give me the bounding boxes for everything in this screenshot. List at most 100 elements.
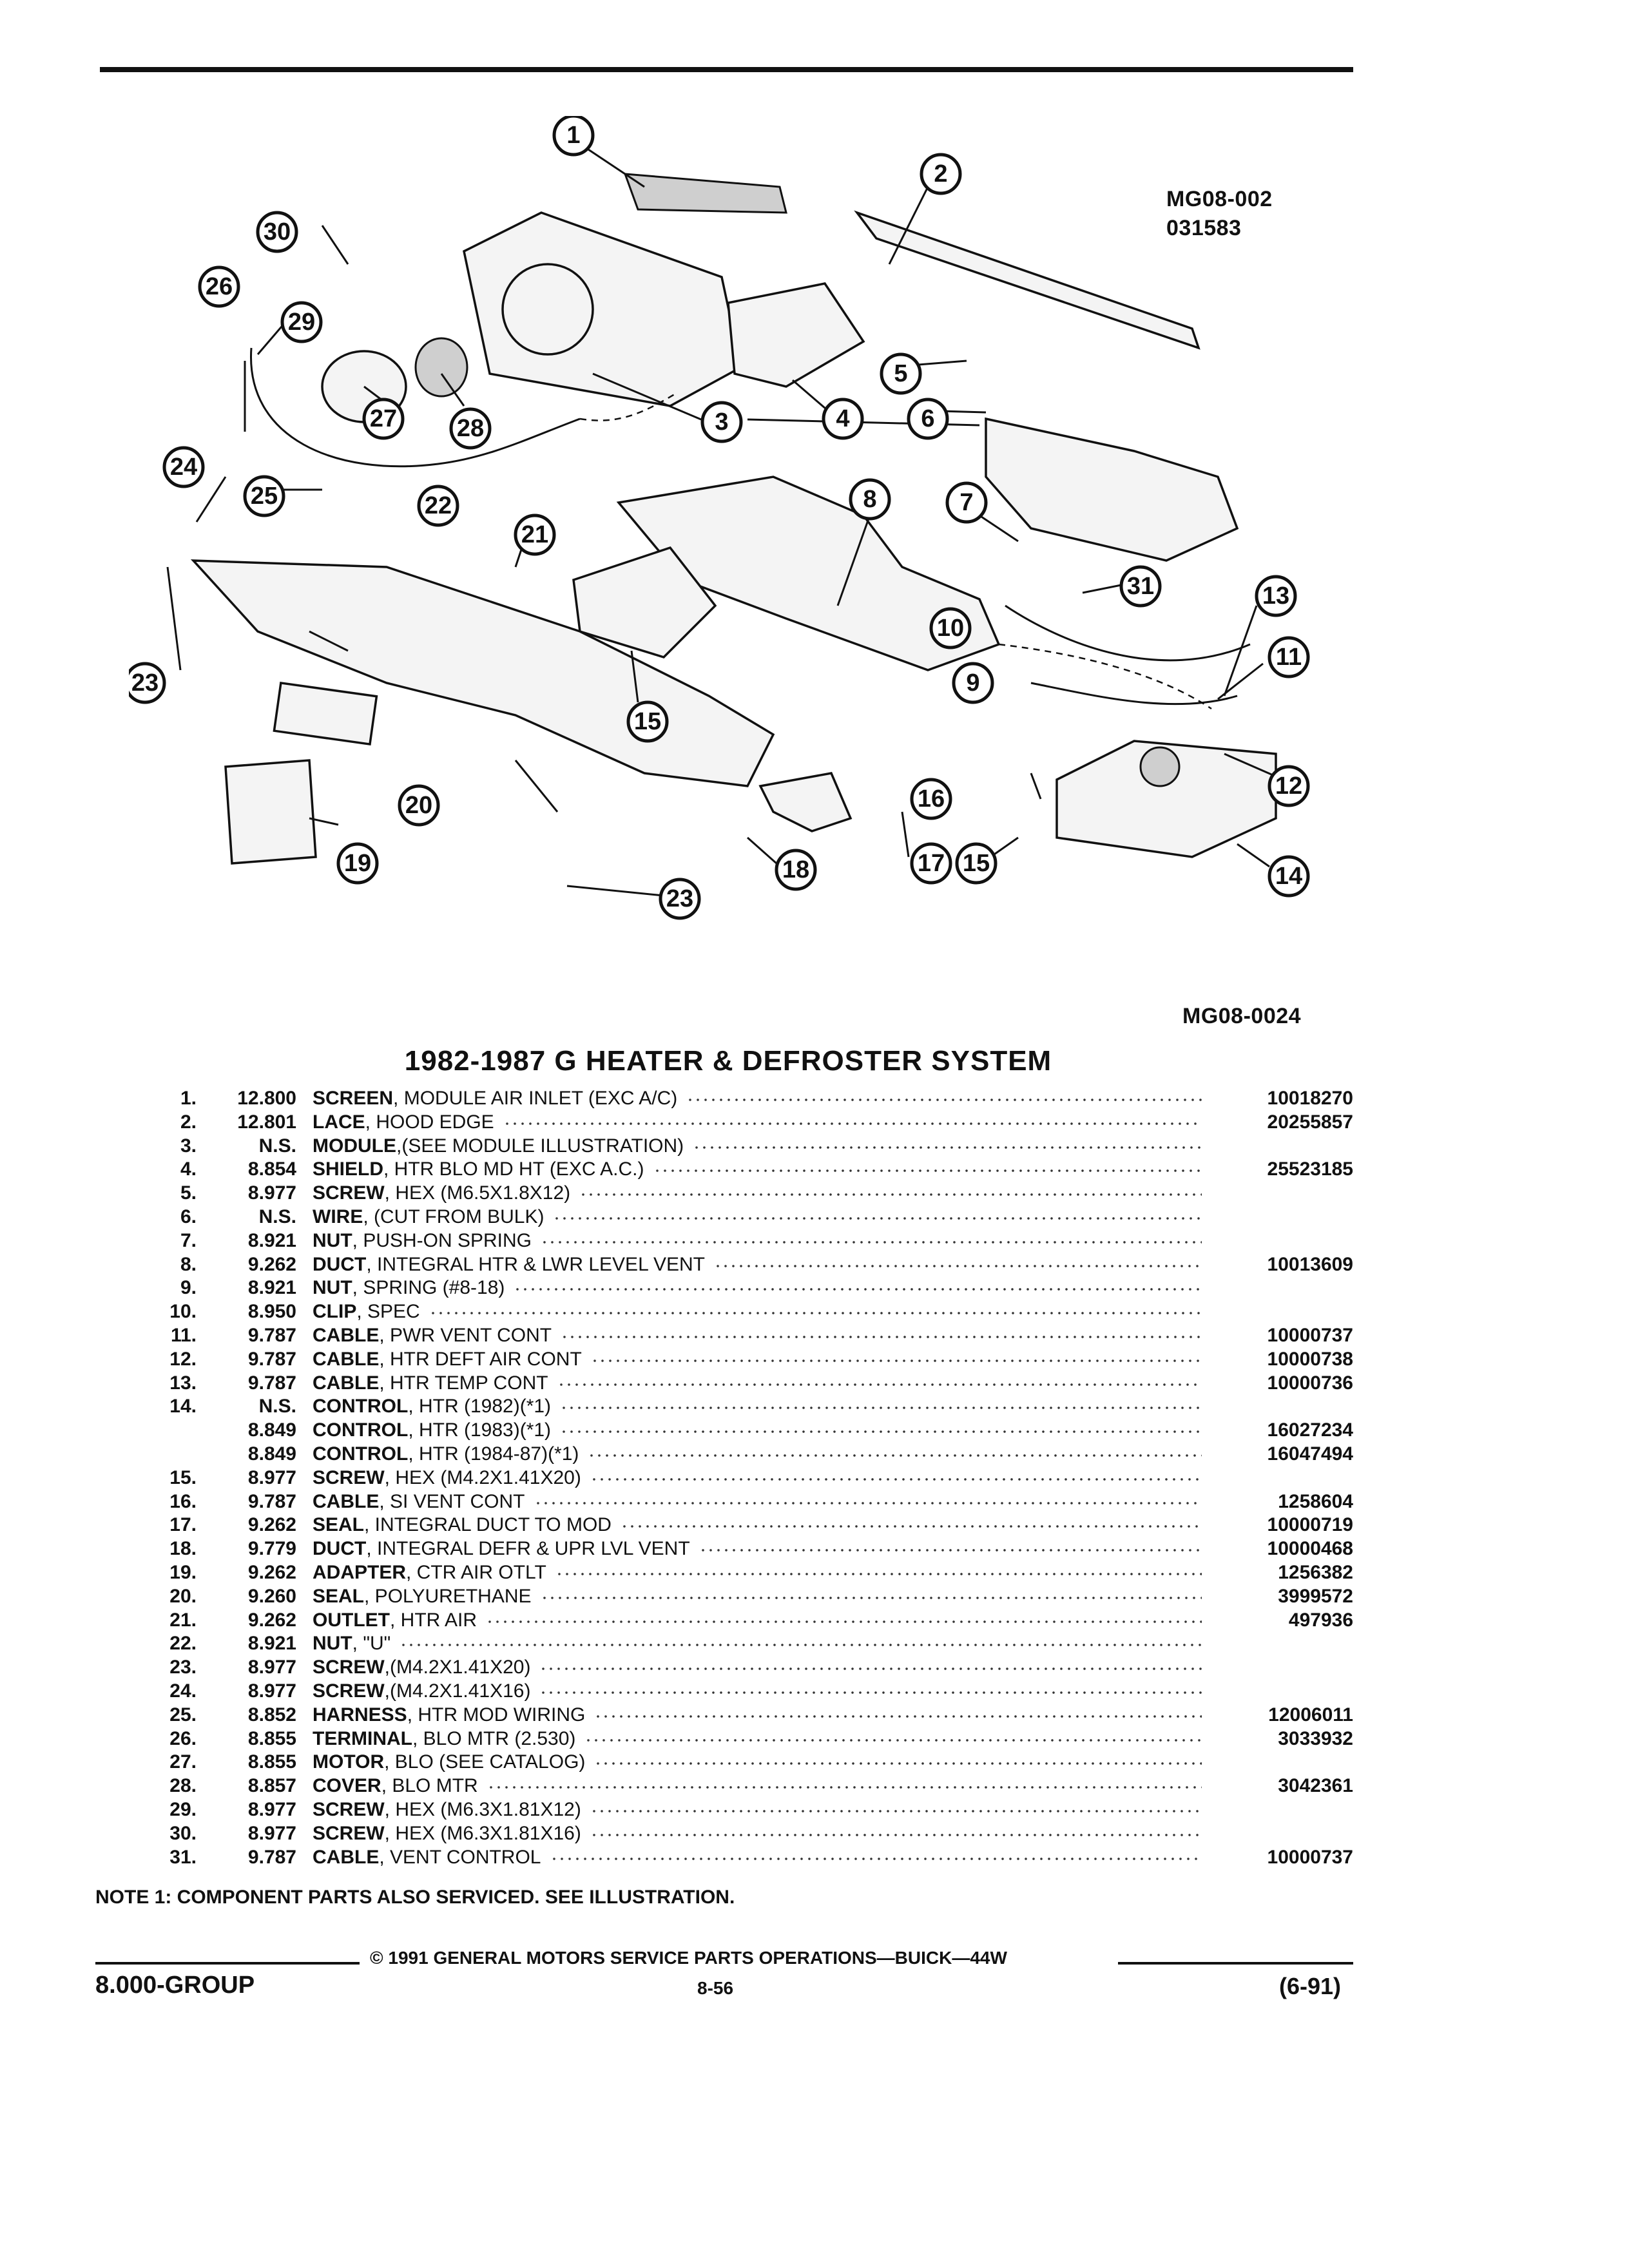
part-description: , (CUT FROM BULK) xyxy=(363,1206,545,1227)
group-reference: 9.787 xyxy=(247,1490,296,1512)
part-number: 10000736 xyxy=(1267,1372,1353,1394)
dot-leader xyxy=(503,1120,1202,1126)
part-name: CABLE xyxy=(313,1372,380,1394)
callout-7: 7 xyxy=(945,481,988,524)
svg-text:26: 26 xyxy=(206,273,233,300)
callout-5: 5 xyxy=(880,352,922,395)
part-number: 20255857 xyxy=(1267,1111,1353,1133)
item-number: 27. xyxy=(169,1751,197,1773)
part-name: SHIELD xyxy=(313,1158,384,1180)
svg-text:20: 20 xyxy=(405,792,432,819)
svg-text:19: 19 xyxy=(344,850,371,877)
svg-text:17: 17 xyxy=(918,850,945,877)
part-name: NUT xyxy=(313,1633,352,1655)
svg-text:28: 28 xyxy=(457,415,484,442)
part-number: 16047494 xyxy=(1267,1443,1353,1465)
part-name: CABLE xyxy=(313,1348,380,1370)
part-number: 10013609 xyxy=(1267,1253,1353,1275)
dot-leader xyxy=(653,1168,1202,1174)
part-description: , HTR BLO MD HT (EXC A.C.) xyxy=(383,1158,644,1180)
svg-text:12: 12 xyxy=(1275,773,1302,800)
item-number: 4. xyxy=(180,1158,197,1180)
callout-1: 1 xyxy=(552,116,595,157)
item-number: 21. xyxy=(169,1609,197,1631)
item-number: 13. xyxy=(169,1372,197,1394)
module-blower-housing xyxy=(501,263,594,356)
dot-leader xyxy=(693,1144,1202,1150)
part-name: DUCT xyxy=(313,1538,367,1560)
dot-leader xyxy=(540,1595,1202,1600)
item-number: 5. xyxy=(180,1182,197,1204)
part-description: , HTR (1982)(*1) xyxy=(408,1396,552,1418)
svg-text:31: 31 xyxy=(1127,573,1154,600)
item-number: 8. xyxy=(180,1253,197,1275)
part-description: , VENT CONTROL xyxy=(379,1846,541,1868)
part-name: OUTLET xyxy=(313,1609,390,1631)
part-description: , INTEGRAL DEFR & UPR LVL VENT xyxy=(366,1538,690,1560)
duct-to-module-seal xyxy=(758,772,853,832)
part-name: COVER xyxy=(313,1775,381,1797)
svg-text:10: 10 xyxy=(937,615,964,642)
part-name: LACE xyxy=(313,1111,365,1133)
group-reference: 9.262 xyxy=(247,1253,296,1275)
upper-air-module xyxy=(985,417,1239,562)
dot-leader xyxy=(539,1666,1202,1672)
part-description: , BLO MTR xyxy=(381,1775,478,1797)
group-reference: 8.855 xyxy=(247,1751,296,1773)
svg-text:6: 6 xyxy=(921,405,934,432)
callout-24: 24 xyxy=(162,446,205,488)
part-description: , HTR DEFT AIR CONT xyxy=(379,1348,582,1370)
parts-row: 6.N.S.WIRE, (CUT FROM BULK) xyxy=(129,1206,1353,1229)
svg-text:15: 15 xyxy=(634,708,661,735)
part-number: 3999572 xyxy=(1278,1585,1353,1607)
part-description: , SI VENT CONT xyxy=(379,1490,525,1512)
svg-text:14: 14 xyxy=(1275,863,1302,890)
part-number: 10000737 xyxy=(1267,1846,1353,1868)
svg-text:30: 30 xyxy=(264,218,291,245)
part-description: , HTR MOD WIRING xyxy=(407,1704,586,1725)
diagram-svg: 1 2 3 4 5 6 7 8 9 10 11 12 13 14 15 15 1… xyxy=(129,116,1310,920)
dot-leader xyxy=(486,1619,1202,1624)
section-title: 1982-1987 G HEATER & DEFROSTER SYSTEM xyxy=(404,1045,1052,1077)
group-reference: 8.950 xyxy=(247,1301,296,1323)
item-number: 23. xyxy=(169,1657,197,1678)
callout-2: 2 xyxy=(920,153,962,195)
item-number: 2. xyxy=(180,1111,197,1133)
part-description: ,(M4.2X1.41X20) xyxy=(384,1657,531,1678)
temp-control-cable xyxy=(998,643,1212,710)
part-name: SCREW xyxy=(313,1466,385,1488)
part-name: SCREW xyxy=(313,1798,385,1820)
part-description: , HEX (M4.2X1.41X20) xyxy=(384,1466,581,1488)
group-reference: 8.977 xyxy=(247,1798,296,1820)
group-reference: 8.977 xyxy=(247,1182,296,1204)
callout-18: 18 xyxy=(775,849,817,891)
component-note: NOTE 1: COMPONENT PARTS ALSO SERVICED. S… xyxy=(95,1887,735,1908)
part-number: 3033932 xyxy=(1278,1727,1353,1749)
callout-29: 29 xyxy=(280,301,323,343)
group-reference: 12.800 xyxy=(237,1088,296,1109)
item-number: 31. xyxy=(169,1846,197,1868)
polyurethane-seal xyxy=(273,681,378,746)
group-reference: N.S. xyxy=(258,1206,296,1227)
part-description: ,(M4.2X1.41X16) xyxy=(384,1680,531,1702)
part-description: , INTEGRAL HTR & LWR LEVEL VENT xyxy=(366,1253,705,1275)
item-number: 26. xyxy=(169,1727,197,1749)
heater-air-outlet xyxy=(572,546,717,658)
item-number: 6. xyxy=(180,1206,197,1227)
heater-lower-vent-duct xyxy=(616,476,1001,671)
svg-text:1: 1 xyxy=(566,122,580,149)
callout-12: 12 xyxy=(1268,765,1310,807)
svg-text:9: 9 xyxy=(966,669,979,697)
part-number: 12006011 xyxy=(1268,1704,1353,1725)
footer-page-number: 8-56 xyxy=(697,1978,734,1998)
